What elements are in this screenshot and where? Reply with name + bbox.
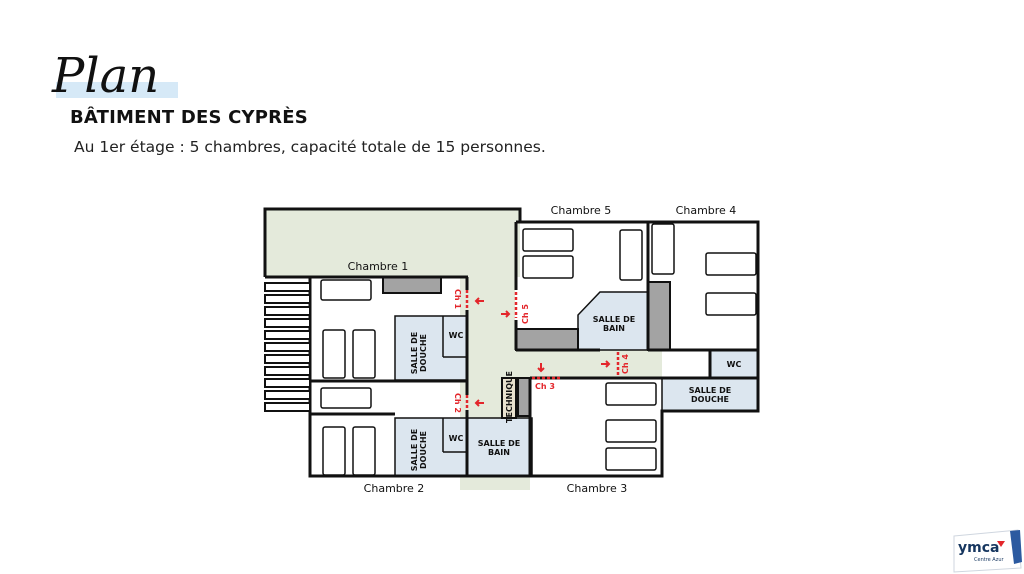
bed bbox=[320, 387, 372, 409]
bath-label-5a: SALLE DE bbox=[593, 315, 636, 324]
bed bbox=[320, 279, 372, 301]
bath-label-5b: BAIN bbox=[603, 324, 625, 333]
floor-description: Au 1er étage : 5 chambres, capacité tota… bbox=[74, 138, 546, 156]
door-label-ch3: Ch 3 bbox=[535, 382, 555, 391]
stair-step bbox=[264, 366, 311, 376]
stair-step bbox=[264, 318, 311, 328]
bed bbox=[352, 329, 376, 379]
stair-step bbox=[264, 294, 311, 304]
shower-label-2a: SALLE DE bbox=[410, 429, 419, 472]
fixture-labels: SALLE DE DOUCHE WC SALLE DE DOUCHE WC SA… bbox=[410, 315, 741, 471]
bath-label-2b: BAIN bbox=[488, 448, 510, 457]
cabinet-5b bbox=[647, 281, 671, 351]
wc-label-4: WC bbox=[727, 360, 742, 369]
room-labels: Chambre 1 Chambre 2 Chambre 3 Chambre 4 … bbox=[348, 204, 737, 495]
bed bbox=[322, 329, 346, 379]
bed bbox=[605, 382, 657, 406]
room-label-2: Chambre 2 bbox=[364, 482, 425, 495]
bed bbox=[605, 447, 657, 471]
shower-room-fill-2 bbox=[395, 418, 467, 476]
technique-label: TECHNIQUE bbox=[505, 371, 514, 423]
stair-step bbox=[264, 306, 311, 316]
stairs bbox=[264, 282, 311, 412]
shower-label-1a: SALLE DE bbox=[410, 332, 419, 375]
cabinet-5a bbox=[515, 328, 579, 351]
cabinet-1 bbox=[382, 276, 442, 294]
shower-room-fill-4 bbox=[662, 378, 758, 411]
arrow-ch2-icon bbox=[474, 399, 484, 407]
bed bbox=[522, 228, 574, 252]
stair-step bbox=[264, 378, 311, 388]
shower-label-2b: DOUCHE bbox=[419, 431, 428, 469]
bed bbox=[619, 229, 643, 281]
beds bbox=[320, 223, 757, 476]
logo-brand: ymca bbox=[958, 540, 999, 556]
arrow-ch3-icon bbox=[537, 363, 545, 373]
room-label-1: Chambre 1 bbox=[348, 260, 409, 273]
arrow-ch1-icon bbox=[474, 297, 484, 305]
cabinet-technique bbox=[517, 377, 531, 417]
arrow-ch5-icon bbox=[501, 310, 511, 318]
shower-room-fill-1 bbox=[395, 316, 467, 380]
stair-step bbox=[264, 354, 311, 364]
door-label-ch4: Ch 4 bbox=[621, 354, 630, 374]
bed bbox=[651, 223, 675, 275]
bathroom-outlines bbox=[394, 291, 759, 477]
stair-step bbox=[264, 342, 311, 352]
room-label-5: Chambre 5 bbox=[551, 204, 612, 217]
shower-label-4a: SALLE DE bbox=[689, 386, 732, 395]
door-label-ch5: Ch 5 bbox=[521, 304, 530, 324]
door-label-ch1: Ch 1 bbox=[453, 289, 462, 309]
shower-label-1b: DOUCHE bbox=[419, 334, 428, 372]
cabinets bbox=[382, 276, 671, 419]
bed bbox=[322, 426, 346, 476]
wc-label-2: WC bbox=[449, 434, 464, 443]
door-label-ch2: Ch 2 bbox=[453, 393, 462, 413]
bath-label-2a: SALLE DE bbox=[478, 439, 521, 448]
bed bbox=[605, 419, 657, 443]
room-label-3: Chambre 3 bbox=[567, 482, 628, 495]
building-name: BÂTIMENT DES CYPRÈS bbox=[70, 107, 308, 128]
door-markers: Ch 1 Ch 2 Ch 3 Ch 4 Ch 5 bbox=[453, 289, 630, 413]
arrow-ch4-icon bbox=[601, 360, 611, 368]
bathroom-fill-2 bbox=[467, 418, 532, 476]
stair-step bbox=[264, 390, 311, 400]
plan-script-text: Plan bbox=[51, 48, 159, 104]
bed bbox=[705, 292, 757, 316]
logo-triangle-icon bbox=[997, 541, 1005, 547]
plan-script-title: Plan bbox=[51, 48, 159, 104]
stair-step bbox=[264, 402, 311, 412]
stair-step bbox=[264, 330, 311, 340]
stair-step bbox=[264, 282, 311, 292]
wc-label-1: WC bbox=[449, 331, 464, 340]
room-label-4: Chambre 4 bbox=[676, 204, 737, 217]
bed bbox=[705, 252, 757, 276]
logo-tagline: Centre Azur bbox=[974, 557, 1005, 563]
wc-fill-4 bbox=[710, 350, 758, 378]
ymca-logo: ymca Centre Azur bbox=[953, 529, 1022, 573]
shower-label-4b: DOUCHE bbox=[691, 395, 729, 404]
plan-title: Plan bbox=[50, 38, 180, 104]
bed bbox=[522, 255, 574, 279]
bed bbox=[352, 426, 376, 476]
bathroom-fill-5 bbox=[578, 292, 648, 350]
bathroom-fills bbox=[395, 292, 758, 476]
title-highlight bbox=[56, 82, 178, 98]
